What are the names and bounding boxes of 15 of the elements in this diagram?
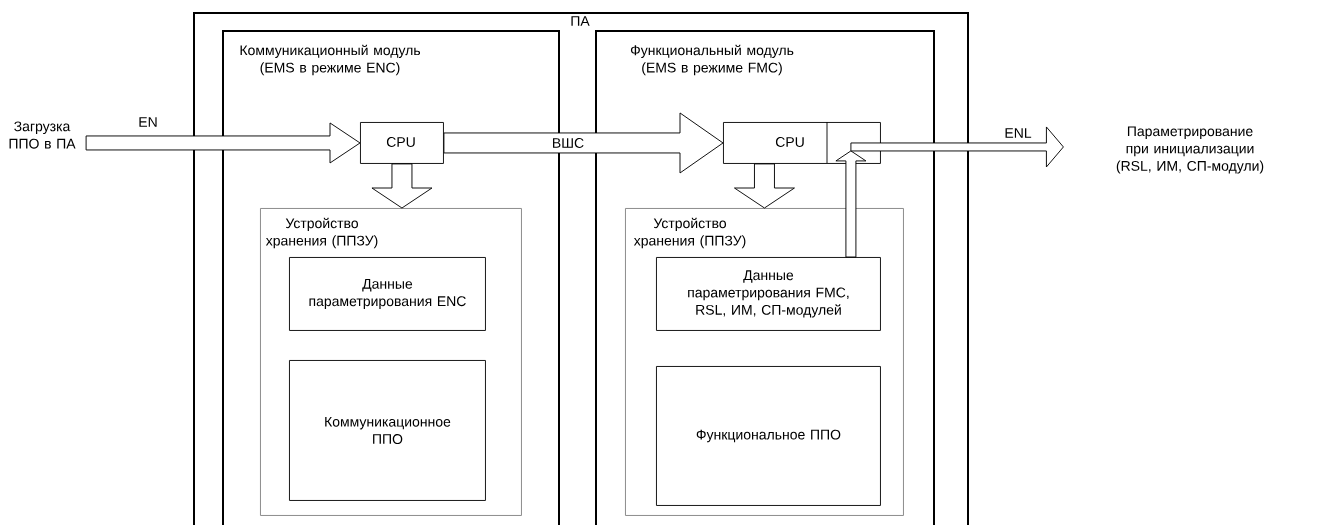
cpu-box: CPU [723,121,881,164]
data-box: Данные параметрирования FMC, RSL, ИМ, СП-модулей [656,257,881,331]
edge-label: EN [136,115,160,129]
block-arrow [371,163,433,209]
software-box: Коммуникационное ППО [289,360,486,501]
block-arrow [85,122,361,164]
software-box: Функциональное ППО [656,366,881,506]
data-box: Данные параметрирования ENC [289,257,486,331]
source-label: Загрузка ППО в ПА [9,121,76,149]
edge-label: ENL [1003,126,1033,140]
target-label: Параметрирование при инициализации (RSL, ИМ, СП-модули) [1116,126,1264,174]
block-arrow [850,126,1064,168]
block-arrow [835,150,867,258]
block-arrow [734,163,795,209]
block-arrow [443,112,724,174]
